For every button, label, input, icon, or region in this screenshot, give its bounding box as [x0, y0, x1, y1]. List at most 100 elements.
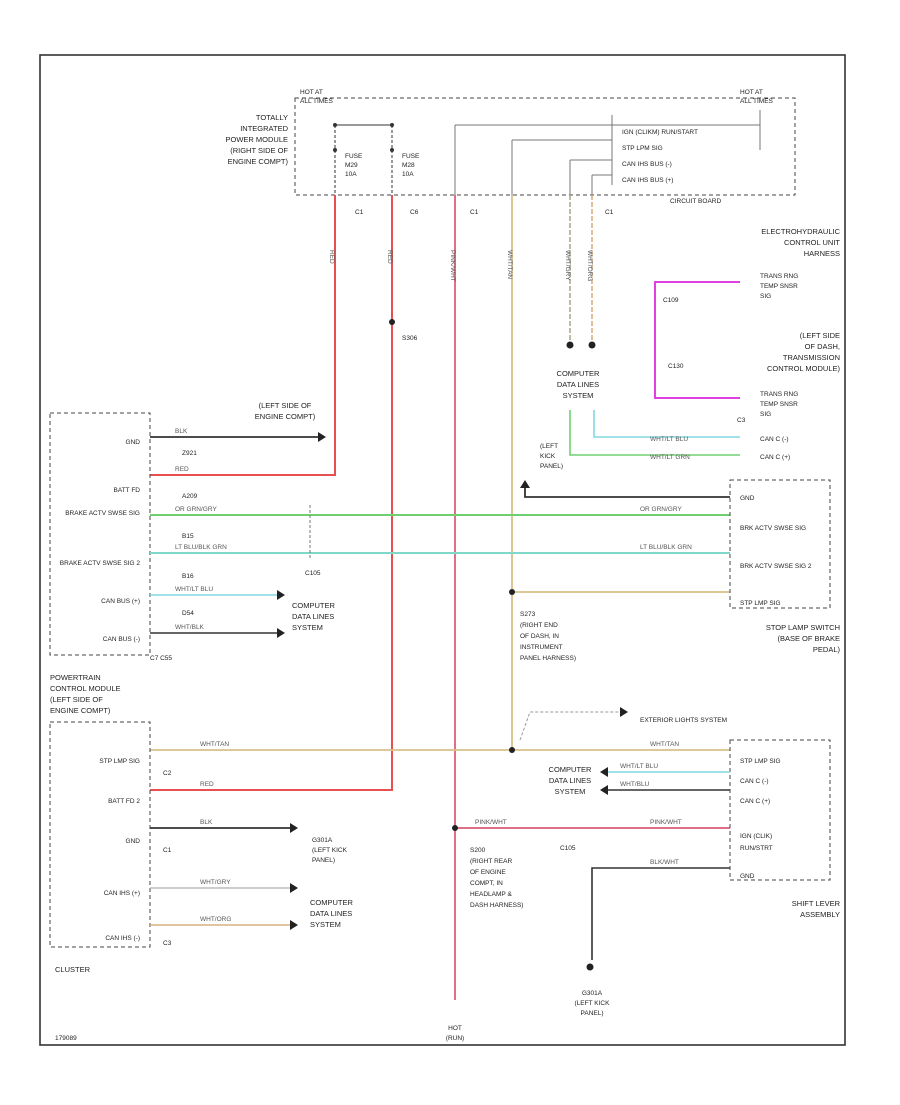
- trans-temp-1: TRANS RNG TEMP SNSR SIG: [760, 273, 798, 300]
- svg-text:(RIGHT END: (RIGHT END: [520, 622, 558, 629]
- svg-text:CIRCUIT BOARD: CIRCUIT BOARD: [670, 198, 721, 205]
- svg-text:WHT/BLU: WHT/BLU: [620, 781, 650, 788]
- svg-text:C1: C1: [163, 847, 172, 854]
- svg-text:FUSE: FUSE: [345, 153, 363, 160]
- svg-text:WHT/GRY: WHT/GRY: [564, 250, 571, 281]
- svg-text:C1: C1: [355, 209, 364, 216]
- svg-text:M29: M29: [345, 162, 358, 169]
- svg-text:GND: GND: [740, 873, 755, 880]
- svg-text:(RIGHT REAR: (RIGHT REAR: [470, 858, 512, 865]
- svg-text:COMPUTER: COMPUTER: [549, 765, 593, 774]
- shift-wires: [586, 767, 730, 971]
- svg-text:WHT/GRY: WHT/GRY: [200, 879, 231, 886]
- svg-text:10A: 10A: [402, 171, 414, 178]
- svg-text:G301A: G301A: [582, 990, 603, 997]
- svg-text:STOP LAMP SWITCH: STOP LAMP SWITCH: [766, 623, 840, 632]
- svg-text:TRANS RNG: TRANS RNG: [760, 391, 798, 398]
- svg-text:BRAKE ACTV SWSE SIG 2: BRAKE ACTV SWSE SIG 2: [60, 560, 141, 567]
- cluster-wire-labels: WHT/TAN RED BLK WHT/GRY WHT/ORG: [200, 741, 231, 923]
- svg-text:HEADLAMP &: HEADLAMP &: [470, 891, 512, 898]
- svg-text:SIG: SIG: [760, 293, 771, 300]
- hot-label-right-2: ALL TIMES: [740, 98, 774, 105]
- svg-text:RED: RED: [386, 250, 393, 264]
- svg-text:(LEFT: (LEFT: [540, 443, 558, 450]
- hot-run-label: HOT (RUN): [446, 1025, 464, 1042]
- svg-text:STP LMP SIG: STP LMP SIG: [99, 758, 140, 765]
- svg-text:BATT FD: BATT FD: [114, 487, 141, 494]
- svg-text:WHT/LT BLU: WHT/LT BLU: [620, 763, 658, 770]
- magenta-trans-loop: [654, 281, 740, 399]
- svg-text:COMPUTER: COMPUTER: [557, 369, 601, 378]
- svg-text:BRK ACTV SWSE SIG 2: BRK ACTV SWSE SIG 2: [740, 563, 812, 570]
- svg-text:Z921: Z921: [182, 450, 197, 457]
- svg-text:(LEFT KICK: (LEFT KICK: [575, 1000, 611, 1007]
- tipm-label: TOTALLY INTEGRATED POWER MODULE (RIGHT S…: [225, 113, 288, 166]
- svg-text:(LEFT SIDE OF: (LEFT SIDE OF: [259, 401, 312, 410]
- svg-text:CAN BUS (+): CAN BUS (+): [101, 598, 140, 605]
- svg-text:COMPT, IN: COMPT, IN: [470, 880, 503, 887]
- svg-text:IGN (CLIK): IGN (CLIK): [740, 833, 772, 840]
- g301a-label: G301A (LEFT KICK PANEL): [312, 837, 348, 864]
- svg-text:ENGINE COMPT): ENGINE COMPT): [50, 706, 111, 715]
- svg-text:TEMP SNSR: TEMP SNSR: [760, 283, 798, 290]
- svg-text:(LEFT KICK: (LEFT KICK: [312, 847, 348, 854]
- svg-text:STP LPM SIG: STP LPM SIG: [622, 145, 663, 152]
- pcm-wire-labels: BLK RED OR GRN/GRY LT BLU/BLK GRN WHT/LT…: [175, 428, 692, 631]
- svg-text:(RIGHT SIDE OF: (RIGHT SIDE OF: [230, 146, 288, 155]
- svg-text:PEDAL): PEDAL): [813, 645, 841, 654]
- svg-text:WHT/ORG: WHT/ORG: [586, 250, 593, 281]
- svg-text:ASSEMBLY: ASSEMBLY: [800, 910, 840, 919]
- svg-text:INSTRUMENT: INSTRUMENT: [520, 644, 563, 651]
- svg-text:C105: C105: [305, 570, 321, 577]
- exterior-lights-label: EXTERIOR LIGHTS SYSTEM: [640, 717, 727, 724]
- svg-text:LT BLU/BLK GRN: LT BLU/BLK GRN: [640, 544, 692, 551]
- svg-text:DATA LINES: DATA LINES: [557, 380, 599, 389]
- svg-text:C2: C2: [163, 770, 172, 777]
- stop-lamp-switch-box: [729, 479, 831, 609]
- left-dash-trans-label: (LEFT SIDE OF DASH, TRANSMISSION CONTROL…: [767, 331, 841, 373]
- svg-text:CAN IHS (-): CAN IHS (-): [105, 935, 140, 942]
- svg-text:PANEL): PANEL): [540, 463, 563, 470]
- svg-text:WHT/TAN: WHT/TAN: [650, 741, 679, 748]
- svg-text:10A: 10A: [345, 171, 357, 178]
- svg-text:CAN C (-): CAN C (-): [760, 436, 789, 443]
- shift-wire-labels: WHT/TAN WHT/LT BLU WHT/BLU PINK/WHT BLK/…: [475, 741, 682, 866]
- svg-text:S273: S273: [520, 611, 536, 618]
- cluster-label: CLUSTER: [55, 965, 91, 974]
- svg-text:POWER MODULE: POWER MODULE: [225, 135, 288, 144]
- svg-text:WHT/TAN: WHT/TAN: [200, 741, 229, 748]
- svg-text:GND: GND: [740, 495, 755, 502]
- svg-text:(BASE OF BRAKE: (BASE OF BRAKE: [777, 634, 840, 643]
- svg-text:RED: RED: [328, 250, 335, 264]
- diagram-frame: [39, 54, 846, 1046]
- svg-text:SYSTEM: SYSTEM: [555, 787, 586, 796]
- svg-text:A209: A209: [182, 493, 198, 500]
- svg-text:CAN BUS (-): CAN BUS (-): [103, 636, 140, 643]
- shift-pin-labels: STP LMP SIG CAN C (-) CAN C (+) IGN (CLI…: [740, 758, 781, 880]
- svg-text:WHT/BLK: WHT/BLK: [175, 624, 205, 631]
- svg-text:TRANS RNG: TRANS RNG: [760, 273, 798, 280]
- svg-text:B15: B15: [182, 533, 194, 540]
- tipm-pin-labels: C1 C6 C1 C1: [355, 209, 614, 216]
- can-c-plus-wire: [569, 410, 740, 456]
- left-engine-compt-label: (LEFT SIDE OF ENGINE COMPT): [255, 401, 316, 421]
- computer-data-lines-top: COMPUTER DATA LINES SYSTEM: [557, 369, 601, 400]
- svg-text:WHT/ORG: WHT/ORG: [200, 916, 231, 923]
- svg-text:ENGINE COMPT): ENGINE COMPT): [255, 412, 316, 421]
- pcm-pin-labels: GND BATT FD BRAKE ACTV SWSE SIG BRAKE AC…: [60, 439, 141, 643]
- ehcu-label: ELECTROHYDRAULIC CONTROL UNIT HARNESS: [761, 227, 840, 258]
- svg-text:TRANSMISSION: TRANSMISSION: [783, 353, 840, 362]
- svg-text:TOTALLY: TOTALLY: [256, 113, 288, 122]
- fuse-m28: FUSE M28 10A: [390, 123, 420, 195]
- shift-lever-box: [729, 739, 831, 881]
- svg-text:WHT/LT BLU: WHT/LT BLU: [175, 586, 213, 593]
- svg-text:PANEL HARNESS): PANEL HARNESS): [520, 655, 576, 662]
- svg-text:DATA LINES: DATA LINES: [549, 776, 591, 785]
- svg-text:BLK: BLK: [175, 428, 188, 435]
- svg-text:C130: C130: [668, 363, 684, 370]
- svg-text:STP LMP SIG: STP LMP SIG: [740, 600, 781, 607]
- pcm-box: [49, 412, 151, 656]
- svg-text:(LEFT SIDE OF: (LEFT SIDE OF: [50, 695, 103, 704]
- svg-text:DATA LINES: DATA LINES: [310, 909, 352, 918]
